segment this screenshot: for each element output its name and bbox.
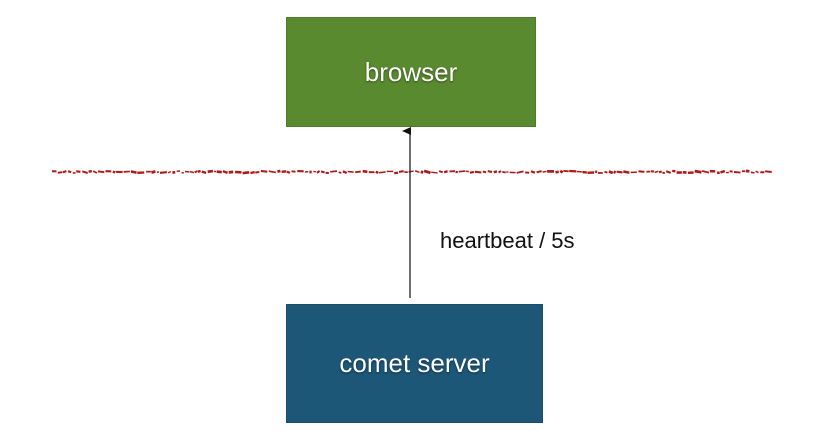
- divider-segment: [277, 169, 281, 173]
- divider-segment: [458, 170, 466, 173]
- divider-segment: [194, 170, 198, 174]
- divider-segment: [268, 170, 277, 174]
- divider-segment: [378, 171, 386, 174]
- divider-segment: [320, 170, 325, 174]
- divider-segment: [76, 170, 81, 173]
- divider-segment: [487, 170, 493, 173]
- boundary-divider-line: [51, 169, 772, 175]
- comet-server-node: comet server: [286, 304, 543, 423]
- divider-segment: [733, 171, 741, 174]
- divider-segment: [57, 171, 63, 174]
- browser-node: browser: [286, 17, 536, 127]
- divider-segment: [222, 170, 228, 174]
- divider-segment: [167, 170, 172, 174]
- divider-segment: [81, 170, 89, 175]
- divider-segment: [482, 170, 487, 174]
- divider-segment: [375, 170, 379, 175]
- divider-segment: [347, 170, 354, 173]
- divider-segment: [613, 170, 617, 174]
- divider-segment: [530, 170, 536, 174]
- comet-server-node-label: comet server: [339, 348, 490, 378]
- divider-segment: [255, 171, 260, 174]
- divider-segment: [420, 170, 424, 174]
- divider-segment: [493, 170, 498, 174]
- divider-segment: [516, 170, 524, 174]
- divider-segment: [62, 170, 67, 174]
- divider-segment: [431, 171, 438, 174]
- divider-segment: [701, 170, 710, 174]
- divider-segment: [330, 170, 338, 173]
- divider-segment: [658, 170, 663, 174]
- divider-segment: [750, 171, 755, 174]
- divider-segment: [130, 170, 137, 174]
- divider-segment: [438, 170, 444, 174]
- browser-node-label: browser: [364, 56, 458, 87]
- divider-segment: [159, 171, 167, 174]
- divider-segment: [638, 170, 645, 173]
- divider-segment: [316, 170, 321, 174]
- divider-segment: [362, 169, 368, 174]
- divider-segment: [286, 170, 291, 174]
- divider-segment: [542, 170, 547, 173]
- divider-segment: [97, 170, 105, 174]
- heartbeat-edge-label: heartbeat / 5s: [440, 228, 575, 253]
- divider-segment: [764, 170, 772, 173]
- divider-segment: [201, 170, 207, 175]
- divider-segment: [720, 169, 726, 174]
- divider-segment: [207, 169, 214, 174]
- divider-segment: [338, 171, 342, 174]
- divider-segment: [260, 169, 268, 173]
- divider-segment: [197, 169, 202, 173]
- divider-segment: [443, 170, 448, 174]
- divider-segment: [67, 170, 72, 174]
- divider-segment: [555, 170, 559, 174]
- divider-segment: [423, 169, 431, 175]
- divider-segment: [654, 170, 659, 174]
- divider-segment: [502, 170, 506, 174]
- divider-segment: [242, 171, 250, 175]
- divider-segment: [623, 170, 630, 174]
- divider-segment: [536, 170, 542, 174]
- divider-segment: [228, 170, 234, 174]
- divider-segment: [342, 170, 348, 174]
- divider-segment: [469, 170, 475, 174]
- divider-segment: [189, 170, 195, 174]
- divider-segment: [608, 170, 614, 175]
- divider-segment: [414, 170, 420, 174]
- divider-segment: [498, 170, 502, 174]
- divider-segment: [112, 170, 116, 174]
- divider-segment: [250, 170, 255, 175]
- divider-segment: [604, 170, 608, 174]
- divider-segment: [92, 170, 98, 174]
- divider-segment: [755, 170, 759, 174]
- divider-segment: [694, 169, 702, 174]
- divider-segment: [281, 170, 287, 173]
- divider-segment: [398, 170, 404, 173]
- divider-segment: [745, 169, 750, 173]
- divider-segment: [151, 170, 156, 174]
- divider-segment: [355, 170, 361, 174]
- divider-segment: [616, 170, 623, 174]
- divider-segment: [184, 170, 190, 173]
- divider-segment: [465, 170, 469, 173]
- divider-segment: [559, 169, 564, 174]
- divider-segment: [665, 170, 672, 174]
- divider-segment: [474, 170, 482, 174]
